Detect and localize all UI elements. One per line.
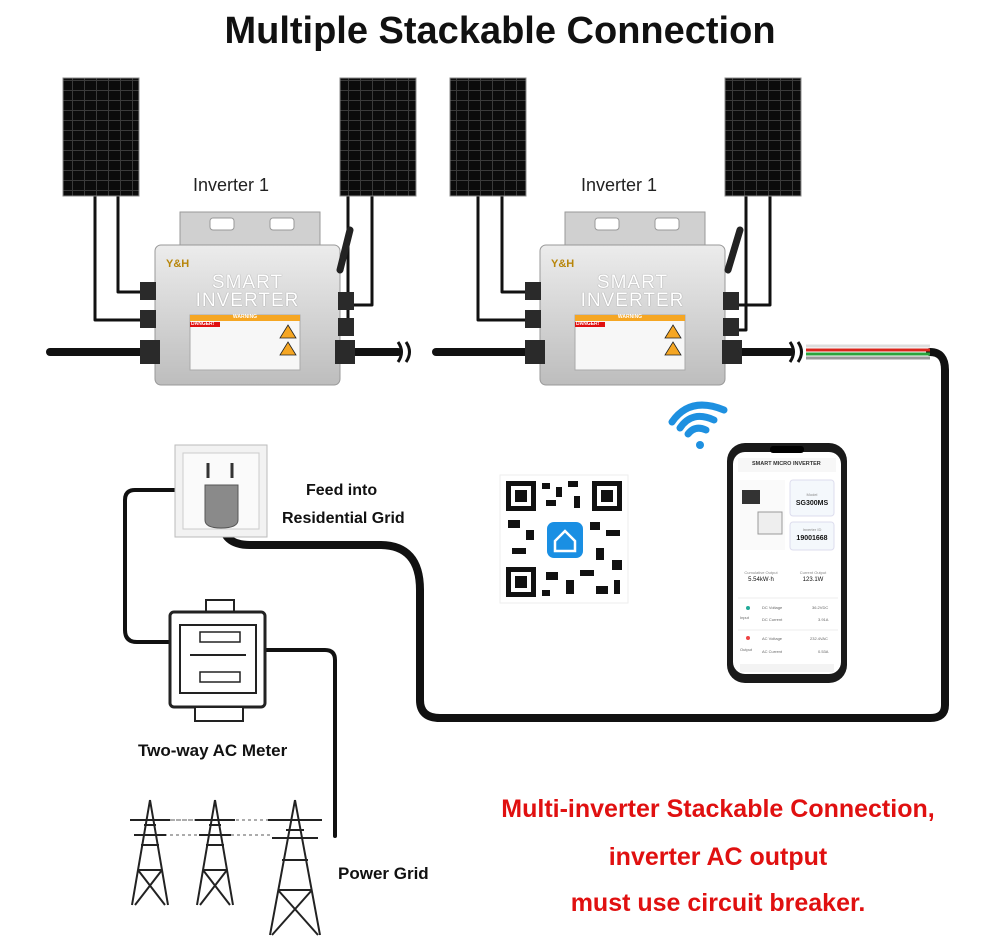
diagram-title: Multiple Stackable Connection: [224, 10, 776, 52]
inverter-1-brand: Y&H: [166, 258, 190, 270]
inverter-2-warning-header: WARNING: [617, 314, 643, 320]
phone-current-value: 123.1W: [802, 577, 824, 583]
inverter-unit-1: [140, 211, 355, 386]
solar-panel: [62, 77, 140, 197]
solar-panel: [449, 77, 527, 197]
dc-lead: [116, 194, 157, 294]
dc-lead: [476, 194, 542, 322]
inverter-2-name-line2: INVERTER: [580, 290, 685, 311]
inverter-1-label: Inverter 1: [193, 175, 270, 195]
power-grid-towers: [130, 799, 322, 936]
inverter-1-name-line2: INVERTER: [195, 290, 300, 311]
phone-output-label: Output: [740, 647, 753, 652]
dc-lead: [93, 194, 157, 322]
phone-inverter-id-value: 19001668: [796, 535, 828, 542]
solar-panels: [62, 77, 802, 197]
phone-cumulative-value: 5.54kW·h: [748, 577, 774, 583]
inverter-1-warning-header: WARNING: [232, 314, 258, 320]
meter-cable: [123, 488, 177, 644]
meter-label: Two-way AC Meter: [138, 741, 288, 760]
phone-current-label: Current Output: [799, 570, 827, 575]
phone-dc-voltage-value: 36.2VDC: [812, 605, 829, 610]
power-grid-label: Power Grid: [338, 864, 429, 883]
phone-ac-current-value: 0.53A: [818, 649, 829, 654]
inverter-2-name-line1: SMART: [596, 272, 669, 293]
two-way-meter: [168, 599, 267, 722]
phone-cumulative-label: Cumulative Output: [744, 570, 778, 575]
phone-header: SMART MICRO INVERTER: [752, 461, 821, 467]
inverter-2-label: Inverter 1: [581, 175, 658, 195]
inverter-2-brand: Y&H: [551, 258, 575, 270]
grid-cable: [263, 648, 337, 838]
phone-dc-current-label: DC Current: [762, 617, 783, 622]
cable-break-symbols: [396, 341, 803, 363]
phone-input-label: Input: [740, 615, 749, 620]
phone-ac-current-label: AC Current: [762, 649, 783, 654]
smartphone: [727, 443, 847, 683]
phone-ac-voltage-label: AC Voltage: [762, 636, 783, 641]
inverter-1-danger: DANGER!: [191, 321, 215, 327]
solar-panel: [724, 77, 802, 197]
ac-wire-ends: [806, 344, 930, 360]
note-line-3: must use circuit breaker.: [570, 889, 866, 917]
wifi-icon: [668, 401, 728, 449]
phone-model-value: SG300MS: [795, 500, 829, 507]
dc-lead: [500, 194, 542, 294]
feed-label-line2: Residential Grid: [282, 510, 405, 527]
wall-socket: [174, 444, 268, 538]
inverter-1-name-line1: SMART: [211, 272, 284, 293]
qr-code: [499, 474, 629, 604]
inverter-2-danger: DANGER!: [576, 321, 600, 327]
phone-model-label: Model: [806, 492, 818, 497]
note-line-2: inverter AC output: [608, 843, 828, 871]
phone-dc-voltage-label: DC Voltage: [762, 605, 783, 610]
note-line-1: Multi-inverter Stackable Connection,: [501, 795, 935, 823]
solar-panel: [339, 77, 417, 197]
inverter-unit-2: [525, 211, 744, 386]
phone-inverter-id-label: Inverter ID: [802, 527, 822, 532]
phone-dc-current-value: 3.91A: [818, 617, 829, 622]
ac-return-cable: [218, 348, 949, 722]
feed-label-line1: Feed into: [306, 482, 378, 499]
phone-ac-voltage-value: 232.4VAC: [810, 636, 828, 641]
